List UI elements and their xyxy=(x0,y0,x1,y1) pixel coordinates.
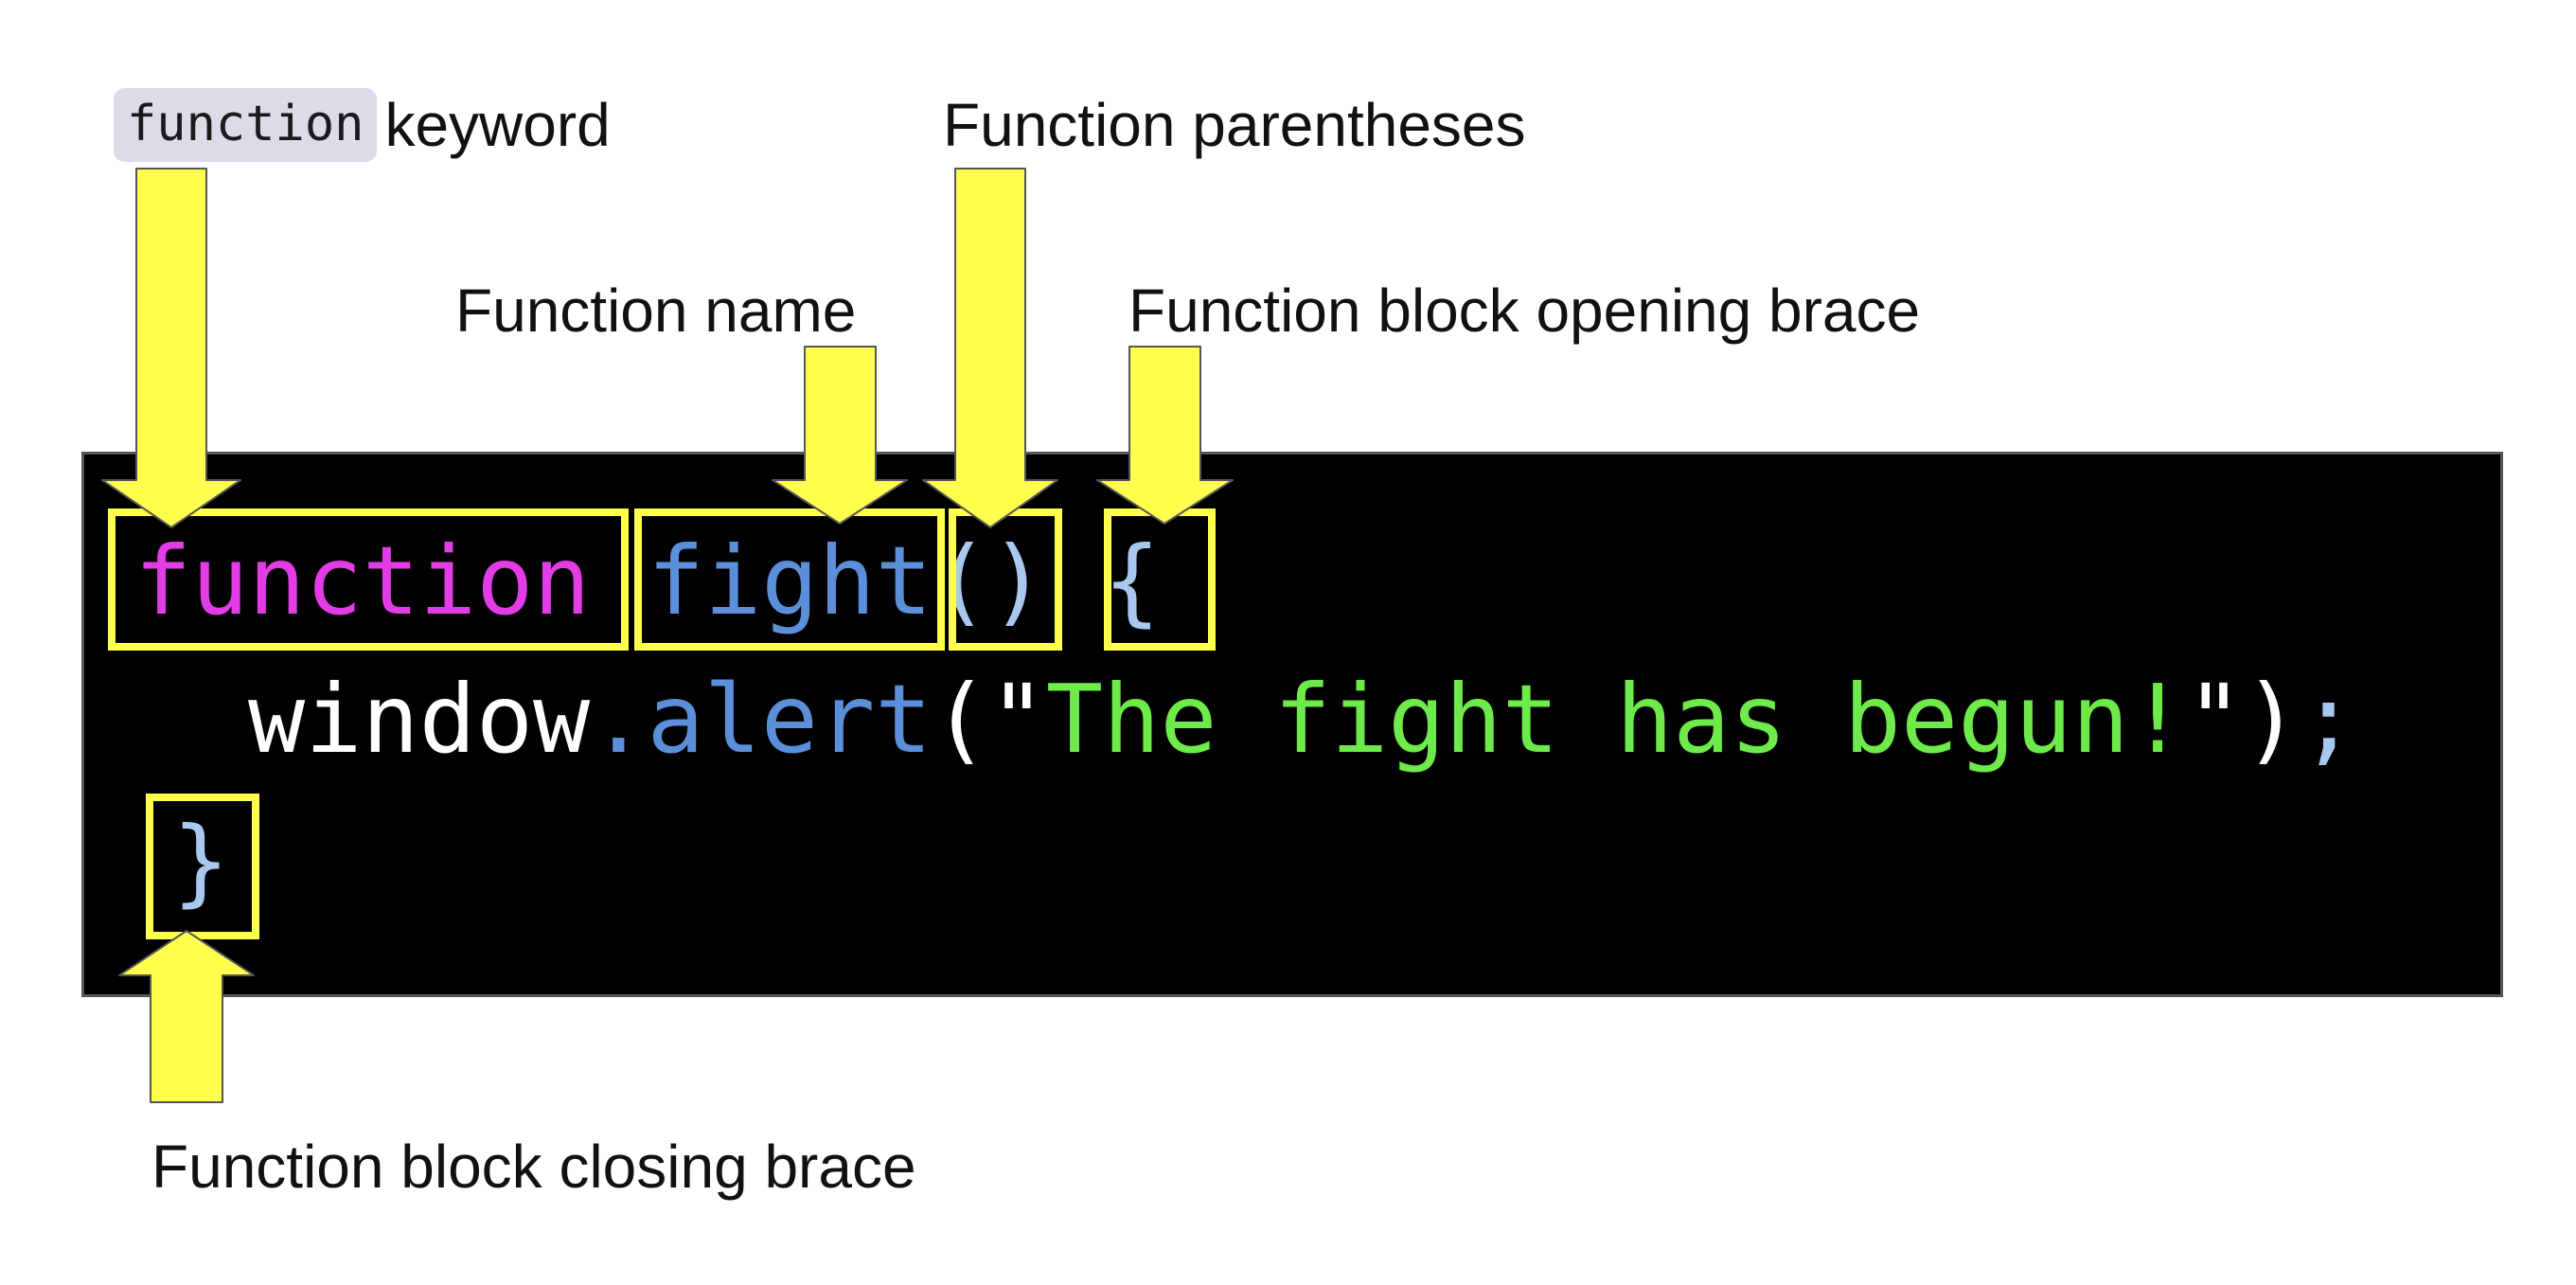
code-closing-brace: } xyxy=(172,806,230,917)
code-keyword: function xyxy=(134,526,591,636)
keyword-label-text: keyword xyxy=(384,91,611,159)
opening-brace-arrow xyxy=(1096,346,1234,525)
code-object: window xyxy=(248,664,591,775)
code-line-3: } xyxy=(172,814,229,909)
code-line-2: window.alert("The fight has begun!"); xyxy=(248,672,2357,767)
name-label: Function name xyxy=(455,277,857,345)
closing-brace-arrow xyxy=(118,930,255,1103)
code-close-paren: ) xyxy=(2243,664,2301,775)
code-opening-brace: { xyxy=(1103,526,1161,636)
name-highlight-box xyxy=(634,509,945,651)
code-close-quote: " xyxy=(2186,664,2244,775)
code-panel xyxy=(81,452,2503,997)
opening-brace-label: Function block opening brace xyxy=(1128,277,1921,345)
keyword-arrow xyxy=(101,168,241,528)
code-open-paren: ( xyxy=(932,664,989,775)
parentheses-label: Function parentheses xyxy=(943,91,1526,159)
closing-brace-label: Function block closing brace xyxy=(151,1133,916,1201)
name-arrow xyxy=(772,346,908,525)
code-string: The fight has begun! xyxy=(1045,664,2187,775)
code-open-quote: " xyxy=(988,664,1046,775)
code-dot: . xyxy=(590,664,648,775)
code-method: alert xyxy=(647,664,933,775)
keyword-code-chip: function xyxy=(114,88,378,162)
keyword-highlight-box xyxy=(108,509,629,651)
parentheses-arrow xyxy=(922,168,1058,528)
code-line-1: function fight() { xyxy=(134,534,1161,629)
closing-brace-highlight-box xyxy=(146,794,259,939)
code-function-name: fight xyxy=(647,526,933,636)
keyword-label: function keyword xyxy=(114,87,611,163)
code-semicolon: ; xyxy=(2300,664,2357,775)
